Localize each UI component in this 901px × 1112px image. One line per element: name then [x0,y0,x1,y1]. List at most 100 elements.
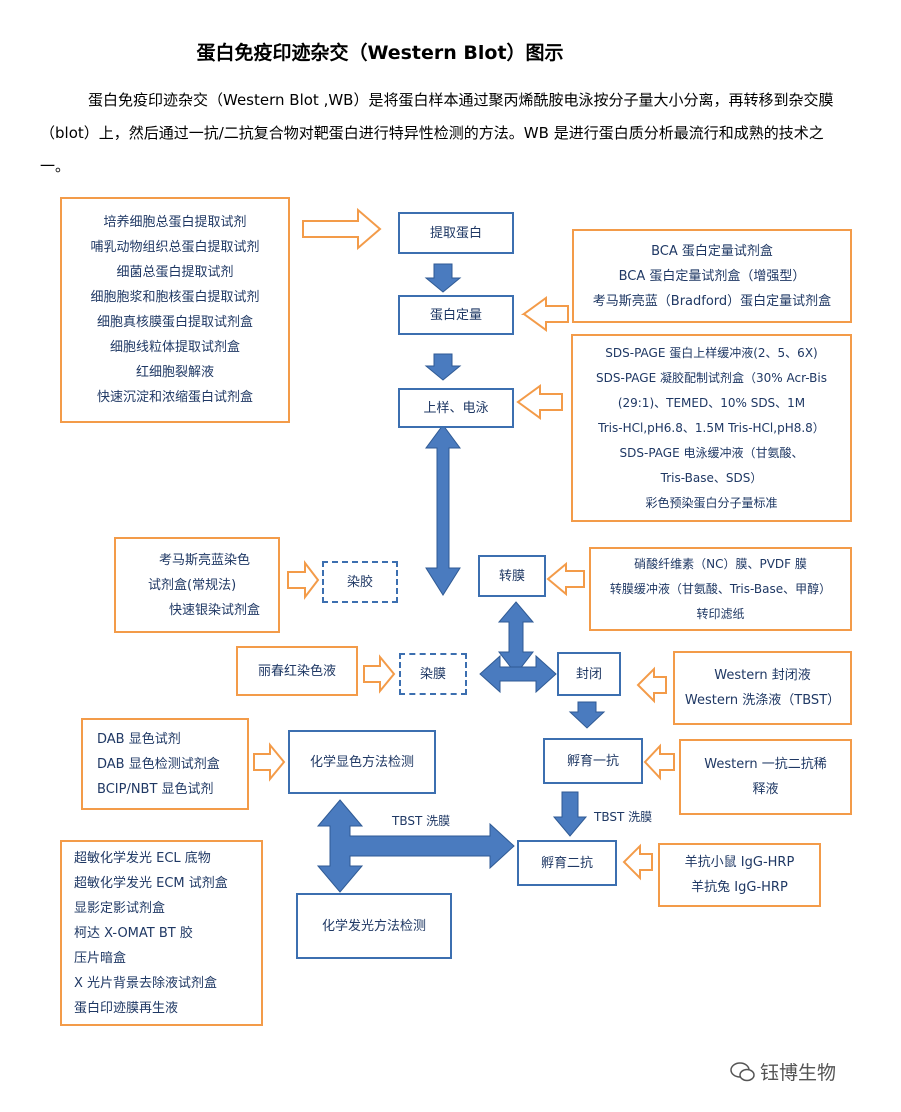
reagent-item: 转印滤纸 [696,606,745,621]
reagents-chromogenic: DAB 显色试剂 DAB 显色检测试剂盒 BCIP/NBT 显色试剂 [81,718,249,810]
step-extract: 提取蛋白 [398,212,514,254]
watermark: 钰博生物 [730,1058,836,1085]
reagent-item: 彩色预染蛋白分子量标准 [645,495,778,510]
reagent-item: 细胞胞浆和胞核蛋白提取试剂 [90,290,260,305]
step-primary-antibody: 孵育一抗 [543,738,643,784]
reagent-item: 转膜缓冲液（甘氨酸、Tris-Base、甲醇） [609,581,832,596]
reagent-item: Tris-Base、SDS） [660,470,763,485]
reagents-blocking: Western 封闭液 Western 洗涤液（TBST） [673,651,852,725]
step-quantify: 蛋白定量 [398,295,514,335]
reagents-membrane-staining: 丽春红染色液 [236,646,358,696]
wash-label-right: TBST 洗膜 [594,810,653,824]
reagent-item: 细胞线粒体提取试剂盒 [109,340,240,355]
reagents-extraction: 培养细胞总蛋白提取试剂 哺乳动物组织总蛋白提取试剂 细菌总蛋白提取试剂 细胞胞浆… [60,197,290,423]
arrow-ponceau-to-membrane [363,654,396,694]
step-transfer-label: 转膜 [498,568,525,584]
intro-text: 蛋白免疫印迹杂交（Western Blot ,WB）是将蛋白样本通过聚丙烯酰胺电… [40,91,834,175]
step-membrane-stain: 染膜 [399,653,467,695]
step-block-label: 封闭 [575,666,602,682]
reagent-item: Western 一抗二抗稀 [704,757,827,772]
step-block: 封闭 [557,652,621,696]
reagent-item: SDS-PAGE 电泳缓冲液（甘氨酸、 [619,445,804,460]
reagents-transfer: 硝酸纤维素（NC）膜、PVDF 膜 转膜缓冲液（甘氨酸、Tris-Base、甲醇… [589,547,852,631]
arrow-detection-double [316,799,515,893]
reagent-item: 红细胞裂解液 [135,365,214,380]
reagent-item: SDS-PAGE 凝胶配制试剂盒（30% Acr-Bis [596,370,827,385]
reagent-item: 考马斯亮蓝（Bradford）蛋白定量试剂盒 [592,293,832,309]
reagent-item: 蛋白印迹膜再生液 [74,1000,179,1016]
step-secondary-antibody: 孵育二抗 [517,840,617,886]
reagent-item: 羊抗小鼠 IgG-HRP [684,855,795,870]
reagents-electrophoresis: SDS-PAGE 蛋白上样缓冲液(2、5、6X) SDS-PAGE 凝胶配制试剂… [571,334,852,522]
reagent-item: 快速沉淀和浓缩蛋白试剂盒 [96,390,253,405]
reagents-chemiluminescent: 超敏化学发光 ECL 底物 超敏化学发光 ECM 试剂盒 显影定影试剂盒 柯达 … [60,840,263,1026]
arrow-membrane-block [479,654,557,694]
page-title: 蛋白免疫印迹杂交（Western Blot）图示 [196,42,564,64]
arrow-gelstain-to-gel [287,560,320,600]
arrow-electrophoresis-to-loadrun [516,384,563,420]
arrow-transfer-reagents-to-transfer [546,561,585,597]
reagent-item: BCA 蛋白定量试剂盒（增强型） [618,268,806,284]
step-chemiluminescent-label: 化学发光方法检测 [321,918,426,934]
step-extract-label: 提取蛋白 [429,225,482,241]
reagent-item: Tris-HCl,pH6.8、1.5M Tris-HCl,pH8.8） [598,420,825,435]
reagent-item: (29:1)、TEMED、10% SDS、1M [617,395,806,410]
reagent-item: 压片暗盒 [74,950,127,966]
arrow-transfer-vertical [497,601,535,675]
reagent-item: 细胞真核膜蛋白提取试剂盒 [96,315,253,330]
arrow-dilution-to-primary [643,743,675,781]
reagents-quantification: BCA 蛋白定量试剂盒 BCA 蛋白定量试剂盒（增强型） 考马斯亮蓝（Bradf… [572,229,852,323]
reagent-item: 柯达 X-OMAT BT 胶 [74,925,193,941]
step-load-run-label: 上样、电泳 [423,400,489,416]
arrow-chromo-to-chromo [253,742,286,782]
reagent-item: 细菌总蛋白提取试剂 [116,265,234,280]
arrow-quantify-to-load [424,353,462,381]
watermark-text: 钰博生物 [760,1062,837,1084]
reagent-item: BCIP/NBT 显色试剂 [97,781,214,797]
reagents-antibody-dilution: Western 一抗二抗稀 释液 [679,739,852,815]
reagent-item: 显影定影试剂盒 [74,900,166,916]
arrow-extract-to-quantify [424,263,462,293]
reagent-item: 丽春红染色液 [257,663,336,679]
arrow-block-to-primary [568,701,606,729]
arrow-load-to-transfer [425,424,461,596]
reagent-item: 快速银染试剂盒 [168,602,260,618]
step-chromogenic-detection: 化学显色方法检测 [288,730,436,794]
step-quantify-label: 蛋白定量 [429,307,482,323]
intro-paragraph: 蛋白免疫印迹杂交（Western Blot ,WB）是将蛋白样本通过聚丙烯酰胺电… [40,84,840,183]
step-chemiluminescent-detection: 化学发光方法检测 [296,893,452,959]
arrow-blocking-to-block [636,666,667,704]
step-membrane-stain-label: 染膜 [419,666,446,682]
reagent-item: 硝酸纤维素（NC）膜、PVDF 膜 [634,556,807,571]
step-load-run: 上样、电泳 [398,388,514,428]
wash-label-left: TBST 洗膜 [392,814,451,828]
reagent-item: X 光片背景去除液试剂盒 [74,975,218,991]
reagent-item: 超敏化学发光 ECL 底物 [74,850,211,866]
step-transfer: 转膜 [478,555,546,597]
arrow-secondary-reagents-to-secondary [622,843,653,881]
reagent-item: 哺乳动物组织总蛋白提取试剂 [90,240,260,255]
reagent-item: 超敏化学发光 ECM 试剂盒 [74,875,228,891]
reagent-item: Western 封闭液 [714,668,811,683]
step-primary-label: 孵育一抗 [566,753,619,769]
arrow-primary-to-secondary [552,791,588,837]
reagent-item: 试剂盒(常规法) [148,577,237,593]
reagent-item: BCA 蛋白定量试剂盒 [651,243,773,259]
reagent-item: 羊抗兔 IgG-HRP [691,880,788,895]
wechat-icon [730,1061,755,1081]
step-secondary-label: 孵育二抗 [540,855,593,871]
reagent-item: Western 洗涤液（TBST） [684,693,841,708]
reagent-item: 考马斯亮蓝染色 [158,552,250,568]
reagents-secondary-antibody: 羊抗小鼠 IgG-HRP 羊抗兔 IgG-HRP [658,843,821,907]
reagent-item: 释液 [752,782,779,797]
reagent-item: DAB 显色试剂 [97,731,181,747]
step-gel-stain: 染胶 [322,561,398,603]
reagent-item: DAB 显色检测试剂盒 [97,756,220,772]
reagents-gel-staining: 考马斯亮蓝染色 试剂盒(常规法) 快速银染试剂盒 [114,537,280,633]
step-chromogenic-label: 化学显色方法检测 [309,754,414,770]
arrow-extraction-to-extract [302,207,382,251]
step-gel-stain-label: 染胶 [346,574,373,590]
reagent-item: 培养细胞总蛋白提取试剂 [103,215,247,230]
reagent-item: SDS-PAGE 蛋白上样缓冲液(2、5、6X) [605,345,818,360]
